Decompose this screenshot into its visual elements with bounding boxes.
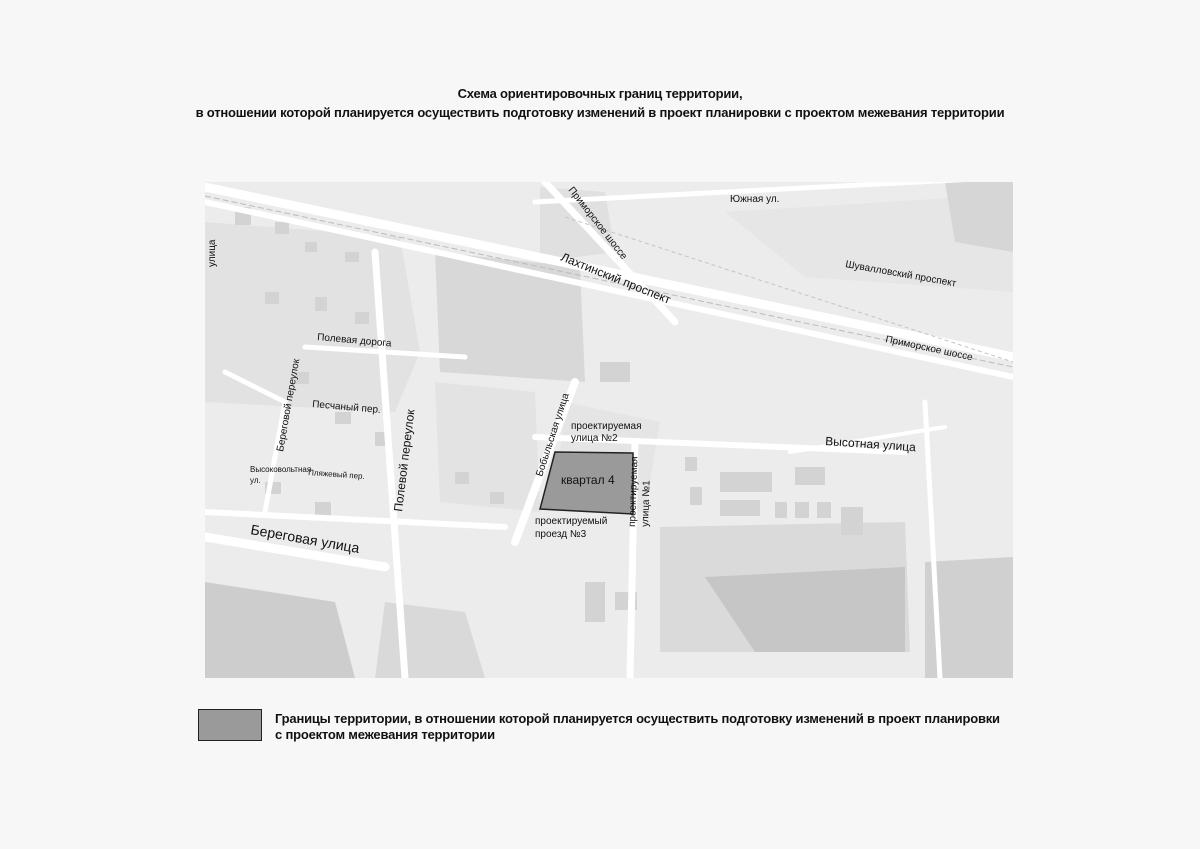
label-proekt-ul2-line2: улица №2 xyxy=(571,433,618,444)
label-proekt-pr3-line1: проектируемый xyxy=(535,516,607,527)
site-map: Южная ул. Приморское шоссе Шувалловский … xyxy=(205,182,1013,678)
residential-block-center xyxy=(435,382,540,512)
industrial-building xyxy=(705,567,905,652)
label-ulitsa-left: улица xyxy=(207,239,218,267)
buildings xyxy=(235,207,863,622)
legend-swatch xyxy=(198,709,262,741)
label-proekt-ul1-line1: проектируемая xyxy=(627,456,640,527)
label-vysotnaya: Высотная улица xyxy=(825,434,917,454)
label-vysokovoltnaya-line1: Высоковольтная xyxy=(250,465,311,474)
legend-text-line2: с проектом межевания территории xyxy=(275,727,495,742)
green-area-north xyxy=(540,187,615,262)
label-yuzhnaya: Южная ул. xyxy=(730,194,779,205)
map-title-line1: Схема ориентировочных границ территории, xyxy=(457,86,743,101)
roads xyxy=(205,182,1013,678)
label-proekt-pr3-line2: проезд №3 xyxy=(535,529,587,540)
label-proekt-ul2-line1: проектируемая xyxy=(571,421,642,432)
legend: Границы территории, в отношении которой … xyxy=(275,711,1075,743)
label-kvartal: квартал 4 xyxy=(561,473,615,487)
block-corner-ne xyxy=(945,182,1013,252)
block-southeast xyxy=(925,557,1013,678)
label-prigorodny: Пляжевый пер. xyxy=(308,468,365,481)
territory-boundary xyxy=(539,451,634,515)
block-northeast xyxy=(725,197,1013,292)
legend-text-line1: Границы территории, в отношении которой … xyxy=(275,711,1000,726)
label-vysokovoltnaya-line2: ул. xyxy=(250,476,261,485)
park-block xyxy=(435,252,585,382)
water-south-west xyxy=(205,582,355,678)
residential-block-west xyxy=(205,222,420,412)
map-title-line2: в отношении которой планируется осуществ… xyxy=(195,105,1005,120)
label-proekt-ul1-line2: улица №1 xyxy=(640,480,653,527)
